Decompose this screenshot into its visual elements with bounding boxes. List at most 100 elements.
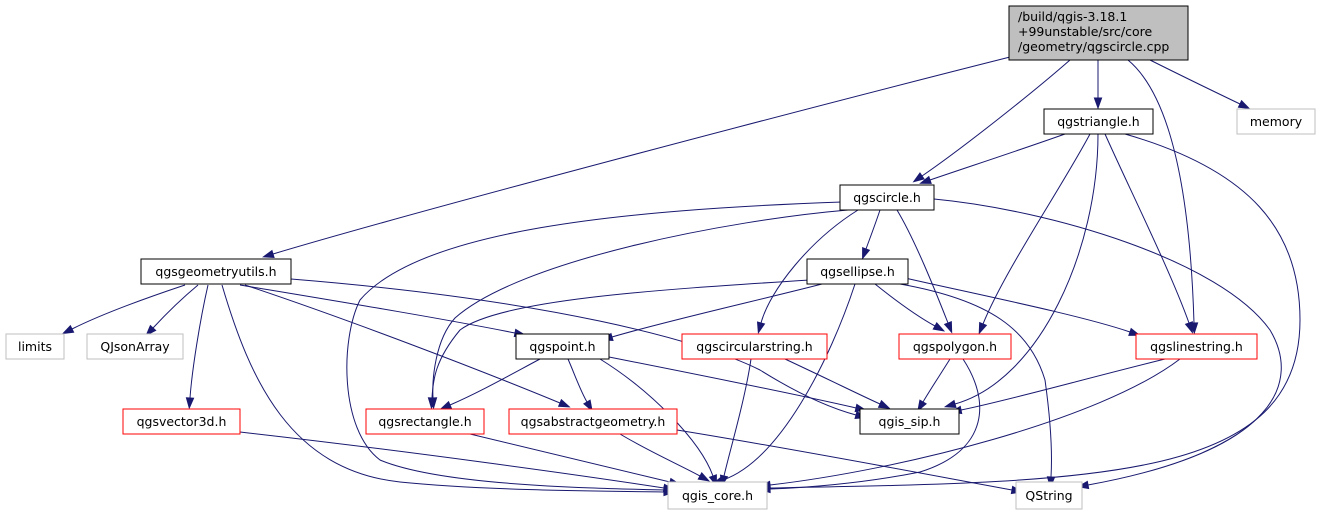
edge-line	[239, 431, 665, 489]
node-label: memory	[1250, 114, 1303, 129]
edge-arrowhead	[943, 399, 957, 409]
edge-arrowhead	[583, 399, 593, 412]
node-box	[667, 481, 768, 510]
edge-line	[346, 201, 843, 491]
node-qgspoint[interactable]: qgspoint.h	[515, 333, 610, 360]
node-qgsabstractgeometry[interactable]: qgsabstractgeometry.h	[508, 408, 678, 435]
node-box	[508, 408, 678, 435]
edge-qgspoint-to-qgis_sip	[608, 356, 868, 413]
edge-qgsgeometryutils-to-qgis_core	[221, 284, 676, 497]
edge-line	[152, 284, 199, 329]
node-qgscircularstring[interactable]: qgscircularstring.h	[681, 333, 828, 360]
edge-line	[954, 133, 1099, 405]
edge-line	[432, 209, 849, 399]
edge-line	[611, 283, 823, 338]
edge-arrowhead	[185, 397, 195, 410]
node-label: qgis_core.h	[682, 488, 753, 503]
edge-arrowhead	[427, 397, 437, 410]
node-box	[86, 333, 184, 360]
node-label: QJsonArray	[100, 339, 170, 354]
node-label: qgsvector3d.h	[137, 414, 227, 429]
node-qgstriangle[interactable]: qgstriangle.h	[1043, 108, 1154, 135]
edge-line	[929, 133, 1066, 181]
node-root[interactable]: /build/qgis-3.18.1+99unstable/src/core/g…	[1008, 5, 1189, 61]
edge-line	[921, 59, 1071, 177]
node-label: qgslinestring.h	[1150, 339, 1243, 354]
node-qgsvector3d[interactable]: qgsvector3d.h	[122, 408, 241, 435]
edge-arrowhead	[1237, 99, 1251, 109]
node-qgsgeometryutils[interactable]: qgsgeometryutils.h	[140, 258, 292, 285]
node-label: qgscircle.h	[853, 190, 921, 205]
edge-line	[899, 283, 1052, 478]
edge-line	[1104, 133, 1190, 324]
node-label: qgsabstractgeometry.h	[521, 414, 666, 429]
edge-qgstriangle-to-qgspolygon	[978, 133, 1091, 335]
node-label: qgspoint.h	[529, 339, 595, 354]
node-memory[interactable]: memory	[1236, 108, 1316, 135]
edge-line	[71, 284, 186, 330]
node-label-line: /build/qgis-3.18.1	[1018, 9, 1127, 24]
edge-arrowhead	[943, 320, 953, 334]
edge-line	[1149, 59, 1241, 105]
edge-line	[960, 358, 1166, 411]
node-label: qgis_sip.h	[879, 414, 941, 429]
edge-arrowhead	[697, 471, 711, 482]
edge-line	[769, 358, 981, 490]
node-label: qgsellipse.h	[820, 264, 895, 279]
node-qstring[interactable]: QString	[1015, 481, 1083, 510]
edge-root-to-qgslinestring	[1127, 59, 1199, 335]
edge-arrowhead	[919, 175, 932, 184]
node-label: limits	[18, 339, 52, 354]
node-label-line: /geometry/qgscircle.cpp	[1018, 39, 1169, 54]
node-box	[1008, 5, 1189, 61]
edge-arrowhead	[439, 400, 453, 410]
edge-line	[922, 358, 951, 403]
node-limits[interactable]: limits	[5, 333, 65, 360]
node-qgscircle[interactable]: qgscircle.h	[839, 184, 935, 211]
edge-root-to-qgsgeometryutils	[262, 56, 1011, 258]
node-box	[681, 333, 828, 360]
node-label: qgspolygon.h	[913, 339, 997, 354]
node-qjsonarray[interactable]: QJsonArray	[86, 333, 184, 360]
edge-line	[904, 277, 1131, 333]
edge-qgsgeometryutils-to-qgspoint	[239, 284, 527, 338]
node-qgsrectangle[interactable]: qgsrectangle.h	[365, 408, 485, 435]
edge-line	[723, 358, 752, 477]
edge-arrowhead	[912, 172, 925, 183]
edge-line	[865, 209, 881, 250]
edge-line	[221, 284, 665, 493]
edge-qgscircle-to-qgsrectangle	[428, 209, 849, 410]
edge-line	[769, 133, 1301, 489]
edge-arrowhead	[1093, 97, 1103, 110]
node-qgis_core[interactable]: qgis_core.h	[667, 481, 768, 510]
node-label-line: +99unstable/src/core	[1018, 24, 1152, 39]
edge-arrowhead	[1184, 321, 1193, 334]
edge-line	[189, 284, 209, 399]
node-label: QString	[1025, 488, 1072, 503]
node-qgis_sip[interactable]: qgis_sip.h	[859, 408, 960, 435]
edge-line	[272, 56, 1011, 255]
edge-qgscircle-to-qgscircularstring	[756, 209, 859, 335]
edge-line	[982, 133, 1091, 325]
node-qgspolygon[interactable]: qgspolygon.h	[898, 333, 1012, 360]
edge-qgsabstractgeometry-to-qgis_core	[619, 433, 711, 482]
edge-line	[933, 198, 1282, 486]
edge-arrowhead	[877, 399, 891, 409]
node-box	[5, 333, 65, 360]
edge-qgsellipse-to-qstring	[899, 283, 1056, 489]
edge-line	[874, 283, 936, 327]
nodes-layer: /build/qgis-3.18.1+99unstable/src/core/g…	[5, 5, 1316, 510]
edge-qgscircle-to-qgsellipse	[862, 209, 881, 260]
edge-qgsellipse-to-qgsrectangle	[427, 279, 811, 410]
node-box	[365, 408, 485, 435]
node-qgslinestring[interactable]: qgslinestring.h	[1135, 333, 1258, 360]
node-box	[806, 258, 909, 285]
edge-line	[784, 358, 881, 405]
edge-qgsellipse-to-qgis_core	[712, 283, 856, 484]
edge-qgsgeometryutils-to-limits	[61, 284, 186, 335]
node-qgsellipse[interactable]: qgsellipse.h	[806, 258, 909, 285]
node-box	[1236, 108, 1316, 135]
edge-arrowhead	[862, 247, 871, 260]
edge-qgscircularstring-to-qgis_sip	[784, 358, 891, 409]
